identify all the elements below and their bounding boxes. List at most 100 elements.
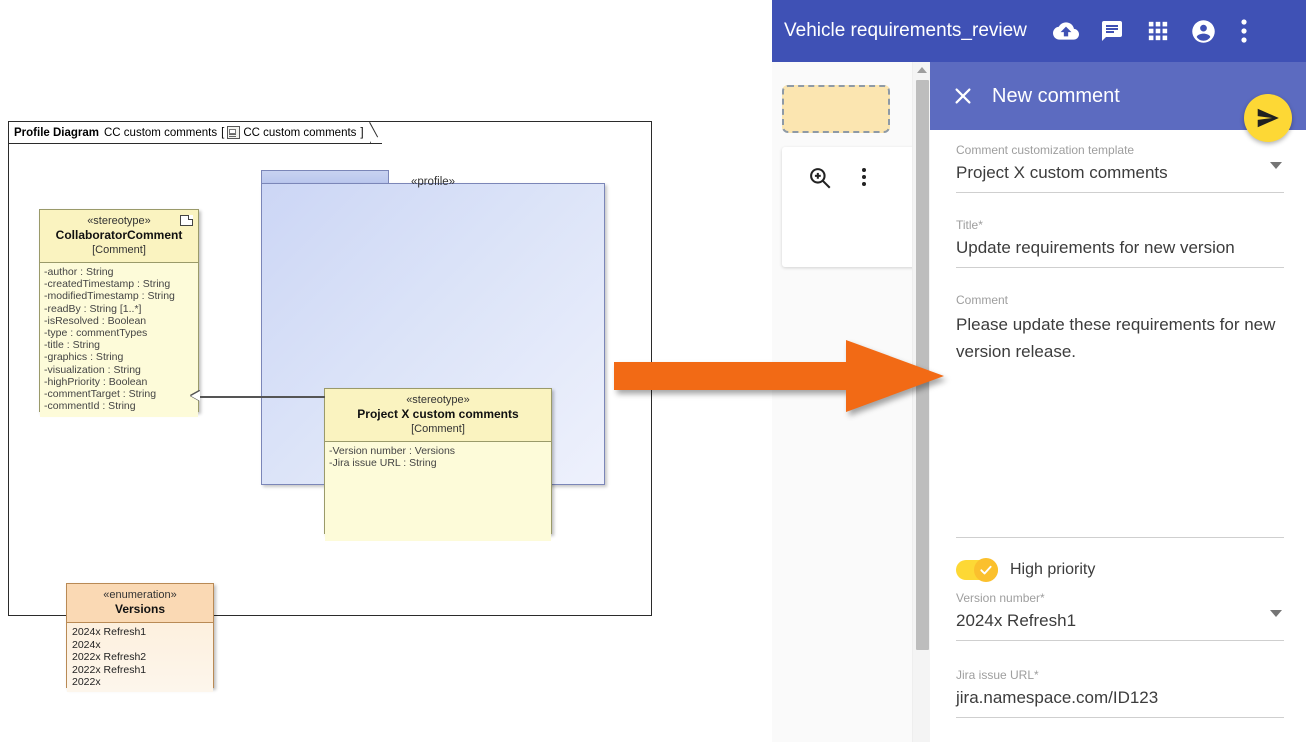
app-title: Vehicle requirements_review — [784, 20, 1027, 41]
enumeration-name: Versions — [114, 602, 166, 616]
panel-title: New comment — [992, 84, 1120, 107]
class-attribute: -commentTarget : String — [44, 388, 157, 401]
chevron-down-icon[interactable] — [1270, 162, 1282, 169]
diagram-context-label: CC custom comments — [243, 126, 357, 139]
apps-grid-icon[interactable] — [1141, 14, 1175, 48]
generalization-connector — [200, 396, 325, 398]
class-base: [Comment] — [92, 244, 146, 256]
class-attribute: -title : String — [44, 339, 101, 352]
dot — [862, 175, 866, 179]
field-underline — [956, 537, 1284, 538]
class-attribute: -Jira issue URL : String — [329, 457, 437, 470]
class-attribute: -highPriority : Boolean — [44, 375, 148, 388]
field-underline — [956, 267, 1284, 268]
bracket-close: ] — [360, 126, 364, 139]
field-comment-customization-template[interactable]: Comment customization template Project X… — [956, 142, 1284, 193]
editor-scrollbar[interactable] — [912, 62, 930, 742]
dot — [862, 168, 866, 172]
account-circle-icon[interactable] — [1187, 14, 1221, 48]
enumeration-stereotype: «enumeration» — [103, 589, 177, 601]
more-vert-icon[interactable] — [1233, 14, 1255, 48]
field-value: 2024x Refresh1 — [956, 611, 1077, 630]
field-underline — [956, 640, 1284, 641]
enumeration-literal: 2024x — [72, 638, 101, 651]
bracket-open: [ — [221, 126, 225, 139]
high-priority-toggle-row[interactable]: High priority — [956, 558, 1096, 582]
enumeration-literal: 2024x Refresh1 — [72, 626, 147, 638]
class-attributes: -Version number : Versions-Jira issue UR… — [325, 441, 551, 541]
generalization-arrowhead-icon — [191, 391, 200, 401]
dot — [862, 182, 866, 186]
field-value: jira.namespace.com/ID123 — [956, 688, 1159, 707]
class-attribute: -commentId : String — [44, 400, 136, 413]
class-attribute: -visualization : String — [44, 363, 141, 376]
class-base: [Comment] — [411, 423, 465, 435]
close-icon[interactable] — [952, 85, 974, 107]
editor-canvas-strip — [772, 62, 918, 742]
field-label: Title* — [956, 218, 983, 232]
field-label: Jira issue URL* — [956, 668, 1039, 682]
field-jira-issue-url[interactable]: Jira issue URL* jira.namespace.com/ID123 — [956, 667, 1284, 718]
field-title[interactable]: Title* Update requirements for new versi… — [956, 217, 1284, 268]
diagram-kind-label: Profile Diagram — [14, 126, 99, 139]
field-value: Project X custom comments — [956, 163, 1168, 182]
diagram-name-label: CC custom comments — [104, 126, 218, 139]
class-attribute: -isResolved : Boolean — [44, 314, 147, 327]
diagram-frame-header: Profile Diagram CC custom comments [ CC … — [9, 122, 382, 144]
scrollbar-thumb[interactable] — [916, 80, 929, 650]
package-stereotype-label: «profile» — [410, 176, 456, 188]
class-stereotype: «stereotype» — [406, 394, 470, 406]
field-comment[interactable]: Comment Please update these requirements… — [956, 292, 1284, 365]
send-icon — [1257, 108, 1279, 128]
app-header: Vehicle requirements_review — [772, 0, 1306, 62]
field-label: Comment customization template — [956, 143, 1135, 157]
comment-icon[interactable] — [1095, 14, 1129, 48]
sticky-note-element[interactable] — [782, 85, 890, 133]
zoom-in-icon[interactable] — [807, 165, 833, 196]
field-value: Update requirements for new version — [956, 238, 1235, 257]
toggle-knob — [974, 558, 998, 582]
class-attribute: -author : String — [44, 266, 114, 278]
class-header: «stereotype» CollaboratorComment [Commen… — [40, 210, 198, 262]
panel-title-bar: New comment — [930, 62, 1306, 130]
field-underline — [956, 717, 1284, 718]
check-icon — [980, 565, 992, 575]
class-attribute: -createdTimestamp : String — [44, 278, 171, 291]
enumeration-literal: 2022x Refresh1 — [72, 663, 147, 676]
field-version-number[interactable]: Version number* 2024x Refresh1 — [956, 590, 1284, 641]
enumeration-header: «enumeration» Versions — [67, 584, 213, 622]
class-attribute: -readBy : String [1..*] — [44, 302, 142, 315]
high-priority-toggle[interactable] — [956, 558, 998, 582]
class-name: CollaboratorComment — [55, 228, 183, 242]
field-label: Comment — [956, 293, 1009, 307]
field-label: Version number* — [956, 591, 1045, 605]
class-attribute: -type : commentTypes — [44, 327, 148, 340]
class-header: «stereotype» Project X custom comments [… — [325, 389, 551, 441]
new-comment-panel: New comment Comment customization templa… — [930, 62, 1306, 742]
element-toolbar — [782, 147, 918, 267]
chevron-down-icon[interactable] — [1270, 610, 1282, 617]
class-project-x-custom-comments[interactable]: «stereotype» Project X custom comments [… — [324, 388, 552, 541]
more-vert-icon[interactable] — [862, 165, 866, 189]
note-icon — [180, 215, 193, 226]
class-attribute: -Version number : Versions — [329, 445, 456, 457]
class-stereotype: «stereotype» — [87, 215, 151, 227]
transition-arrow — [614, 340, 944, 412]
app-window: Vehicle requirements_review — [760, 0, 1306, 754]
class-collaborator-comment[interactable]: «stereotype» CollaboratorComment [Commen… — [39, 209, 199, 417]
class-attributes: -author : String-createdTimestamp : Stri… — [40, 262, 198, 417]
package-tab — [261, 170, 389, 184]
cloud-upload-icon[interactable] — [1049, 14, 1083, 48]
enumeration-literal: 2022x Refresh2 — [72, 651, 147, 663]
scroll-up-arrow-icon[interactable] — [917, 67, 927, 73]
class-attribute: -modifiedTimestamp : String — [44, 290, 175, 303]
diagram-mini-icon — [227, 126, 241, 139]
field-underline — [956, 192, 1284, 193]
enumeration-literal: 2022x — [72, 676, 101, 688]
high-priority-label: High priority — [1010, 561, 1096, 578]
send-button[interactable] — [1244, 94, 1292, 142]
uml-profile-diagram: Profile Diagram CC custom comments [ CC … — [8, 121, 652, 692]
field-value: Please update these requirements for new… — [956, 315, 1276, 361]
